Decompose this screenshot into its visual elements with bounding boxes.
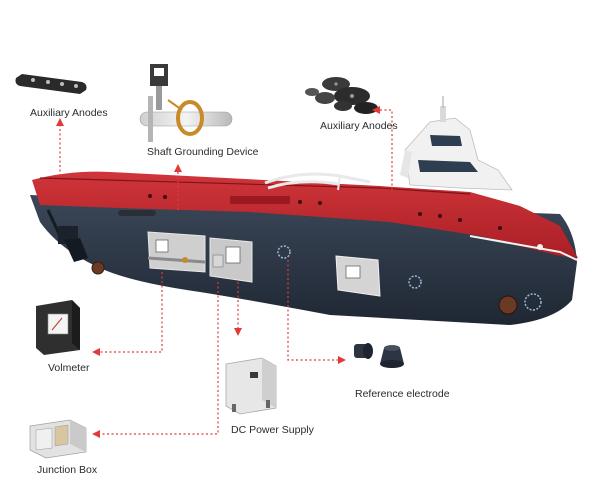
bar-anode-icon xyxy=(15,74,87,94)
ship-hull xyxy=(30,171,578,325)
connector-voltmeter xyxy=(98,272,163,353)
hull-cutaway-voltmeter xyxy=(335,255,381,297)
label-reference-electrode: Reference electrode xyxy=(355,388,450,400)
label-junction-box: Junction Box xyxy=(37,464,98,476)
label-dc-power-supply: DC Power Supply xyxy=(231,424,314,436)
deck-crane xyxy=(264,172,371,191)
label-voltmeter: Volmeter xyxy=(48,362,90,374)
arrow-left-icon xyxy=(372,106,380,114)
portholes xyxy=(148,194,502,230)
arrow-up-icon xyxy=(174,164,182,172)
hull-cutaway-shaft xyxy=(147,231,206,273)
power-cabinet-icon xyxy=(225,357,277,415)
arrow-up-icon xyxy=(56,118,64,126)
arrow-down-icon xyxy=(234,328,242,336)
hull-cutaway-power xyxy=(209,237,253,283)
junction-box-icon xyxy=(29,419,87,459)
arrow-left-icon xyxy=(92,430,100,438)
electrode-icon xyxy=(354,343,404,368)
shaft-grounding-icon xyxy=(139,64,233,142)
label-auxiliary-anodes-right: Auxiliary Anodes xyxy=(320,120,398,132)
arrow-right-icon xyxy=(338,356,346,364)
ship-superstructure xyxy=(400,96,513,191)
label-shaft-grounding-device: Shaft Grounding Device xyxy=(147,146,259,158)
connector-arrowheads xyxy=(56,106,380,438)
voltmeter-icon xyxy=(36,300,80,355)
connector-junction-box xyxy=(98,282,219,435)
connector-reference-electrode xyxy=(287,260,340,361)
arrow-left-icon xyxy=(92,348,100,356)
connector-lines xyxy=(59,109,393,435)
label-auxiliary-anodes-left: Auxiliary Anodes xyxy=(30,107,108,119)
disc-anodes-icon xyxy=(305,77,378,114)
